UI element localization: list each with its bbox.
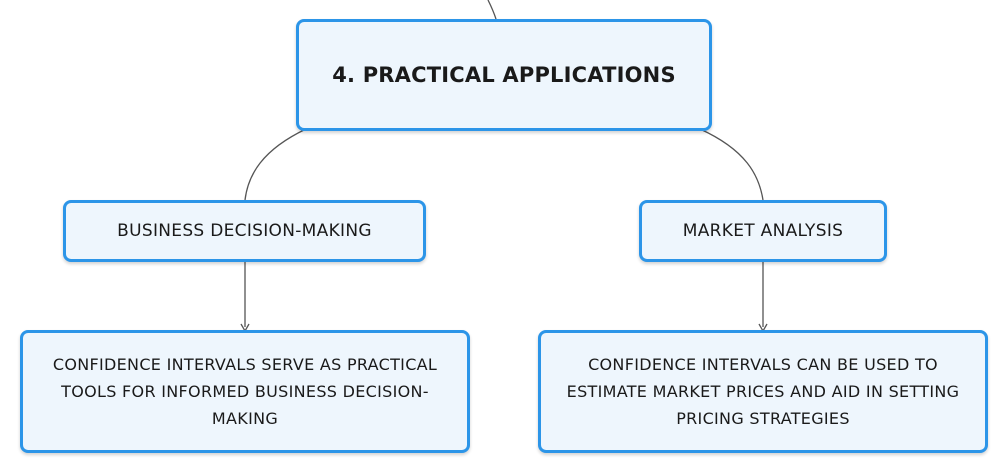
- connector-parent-to-root: [487, 0, 497, 20]
- root-node-label: 4. PRACTICAL APPLICATIONS: [332, 63, 676, 87]
- branch-node-business-decision-making[interactable]: BUSINESS DECISION-MAKING: [63, 200, 426, 262]
- branch-node-market-analysis[interactable]: MARKET ANALYSIS: [639, 200, 887, 262]
- detail-node-text: CONFIDENCE INTERVALS CAN BE USED TO ESTI…: [566, 355, 960, 428]
- branch-node-label: MARKET ANALYSIS: [682, 221, 844, 241]
- branch-node-label: BUSINESS DECISION-MAKING: [117, 221, 372, 241]
- detail-node-business-decision-making[interactable]: CONFIDENCE INTERVALS SERVE AS PRACTICAL …: [20, 330, 470, 453]
- root-node[interactable]: 4. PRACTICAL APPLICATIONS: [296, 19, 712, 131]
- connector-root-to-business: [244, 128, 307, 201]
- connector-root-to-market: [699, 128, 764, 201]
- detail-node-text: CONFIDENCE INTERVALS SERVE AS PRACTICAL …: [52, 355, 438, 428]
- detail-node-market-analysis[interactable]: CONFIDENCE INTERVALS CAN BE USED TO ESTI…: [538, 330, 988, 453]
